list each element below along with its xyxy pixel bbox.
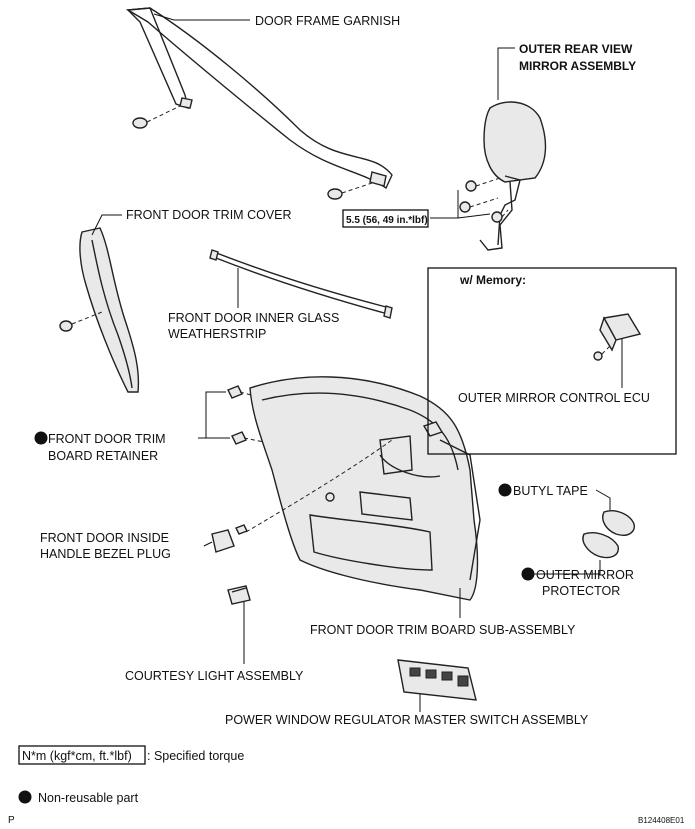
label-courtesy-light: COURTESY LIGHT ASSEMBLY <box>125 669 304 683</box>
legend-torque-unit: N*m (kgf*cm, ft.*lbf) <box>22 749 132 763</box>
inner-glass-weatherstrip-part <box>209 249 393 319</box>
memory-inset-box <box>427 267 677 455</box>
front-door-trim-board-part <box>245 376 481 601</box>
legend-nonreusable-dot <box>18 790 32 804</box>
footer-left-code: P <box>8 815 15 826</box>
leader-bezel-plug <box>203 541 213 547</box>
front-door-trim-cover-part <box>59 227 140 393</box>
leader-torque <box>430 190 491 219</box>
leader-protector <box>524 560 601 575</box>
courtesy-light-part <box>227 585 251 605</box>
torque-box <box>342 209 429 228</box>
label-mirror-line2: MIRROR ASSEMBLY <box>519 59 636 73</box>
label-protector-line2: PROTECTOR <box>542 584 620 598</box>
legend-nonreusable-desc: Non-reusable part <box>38 791 139 805</box>
legend-torque-box <box>18 745 146 765</box>
label-weatherstrip-line2: WEATHERSTRIP <box>168 327 266 341</box>
label-mirror-ecu: OUTER MIRROR CONTROL ECU <box>458 391 650 405</box>
trim-board-retainer-clips <box>227 385 265 445</box>
label-torque-value: 5.5 (56, 49 in.*lbf) <box>346 215 428 226</box>
leader-butyl-tape <box>595 489 611 510</box>
label-bezel-line1: FRONT DOOR INSIDE <box>40 531 169 545</box>
leader-retainer <box>198 391 230 439</box>
legend-torque-desc: : Specified torque <box>147 749 244 763</box>
nonreusable-marker-butyl-tape <box>498 483 512 497</box>
inside-handle-bezel-plug-part <box>211 524 248 553</box>
label-retainer-line2: BOARD RETAINER <box>48 449 158 463</box>
label-memory-title: w/ Memory: <box>459 273 526 287</box>
label-protector-line1: OUTER MIRROR <box>536 568 634 582</box>
leader-trim-cover <box>91 214 122 236</box>
nonreusable-marker-protector <box>521 567 535 581</box>
door-frame-garnish-part <box>125 7 393 200</box>
label-weatherstrip-line1: FRONT DOOR INNER GLASS <box>168 311 339 325</box>
label-retainer-line1: FRONT DOOR TRIM <box>48 432 166 446</box>
nonreusable-marker-retainer <box>34 431 48 445</box>
label-mirror-line1: OUTER REAR VIEW <box>519 42 633 56</box>
outer-rear-view-mirror-part <box>459 101 547 251</box>
label-trim-board: FRONT DOOR TRIM BOARD SUB-ASSEMBLY <box>310 623 576 637</box>
label-master-switch: POWER WINDOW REGULATOR MASTER SWITCH ASS… <box>225 713 589 727</box>
footer-figure-id: B124408E01 <box>638 816 685 825</box>
leader-door-frame-garnish <box>153 13 250 21</box>
outer-mirror-protector-part <box>582 532 619 559</box>
mirror-control-ecu-part <box>593 313 642 361</box>
label-door-frame-garnish: DOOR FRAME GARNISH <box>255 14 400 28</box>
master-switch-part <box>397 659 477 701</box>
butyl-tape-part <box>602 510 635 536</box>
label-butyl-tape: BUTYL TAPE <box>513 484 588 498</box>
label-bezel-line2: HANDLE BEZEL PLUG <box>40 547 171 561</box>
label-trim-cover: FRONT DOOR TRIM COVER <box>126 208 292 222</box>
leader-mirror <box>497 47 515 100</box>
